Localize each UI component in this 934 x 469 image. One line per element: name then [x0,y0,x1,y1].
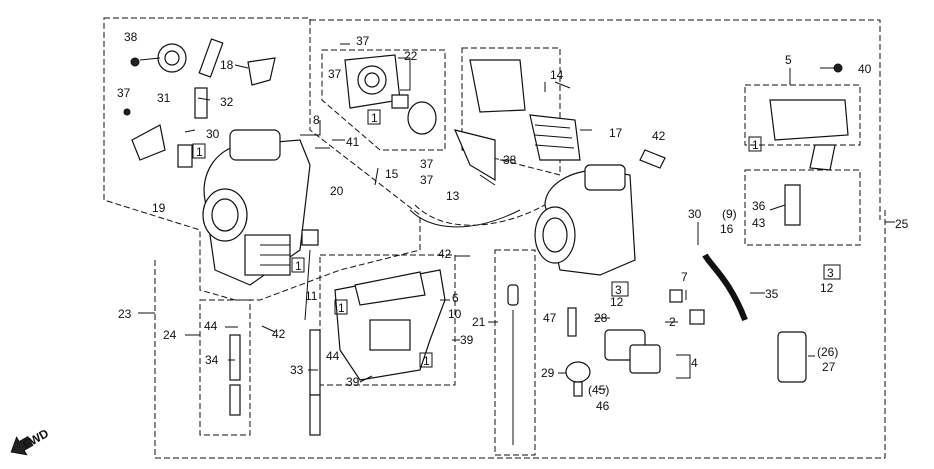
callout-30: 30 [206,127,220,141]
choke-rod [507,284,519,445]
callout-10: 10 [448,307,462,321]
callout-12: 12 [820,281,834,295]
callout-1: 1 [338,301,345,315]
callout-38: 38 [124,30,138,44]
callout-39: 39 [346,375,360,389]
callout-16: 16 [720,222,734,236]
fwd-arrow [10,435,34,456]
float-chamber [334,269,446,381]
callout-6: 6 [452,291,459,305]
throttle-cable [409,209,521,228]
callout-34: 34 [205,353,219,367]
callout-42: 42 [272,327,286,341]
top-left-parts [123,38,276,168]
callout-12: 12 [610,295,624,309]
callout-2: 2 [669,315,676,329]
callout-31: 31 [157,91,171,105]
callout-35: 35 [765,287,779,301]
overflow-tube [702,253,748,322]
callout-42: 42 [652,129,666,143]
callout-9: (9) [722,207,737,221]
right-carburetor-body [534,164,636,276]
callout-19: 19 [152,201,166,215]
callout-32: 32 [220,95,234,109]
callout-40: 40 [858,62,872,76]
callout-1: 1 [295,259,302,273]
fwd-label: FWD [20,426,51,452]
callout-25: 25 [895,217,909,231]
jets [567,289,705,337]
callout-33: 33 [290,363,304,377]
callout-47: 47 [543,311,557,325]
callout-22: 22 [404,49,418,63]
screw-42-right [639,149,666,169]
callout-26: (26) [817,345,838,359]
callout-23: 23 [118,307,132,321]
callout-17: 17 [609,126,623,140]
tubes [229,229,321,436]
callout-13: 13 [446,189,460,203]
callout-1: 1 [752,138,759,152]
callout-46: 46 [596,399,610,413]
group-outlines [103,17,886,459]
callout-21: 21 [472,315,486,329]
callout-39: 39 [460,333,474,347]
callout-8: 8 [313,113,320,127]
callout-1: 1 [371,111,378,125]
callout-7: 7 [681,270,688,284]
callout-14: 14 [550,68,564,82]
callout-41: 41 [346,135,360,149]
cylinder-filter [777,331,807,383]
callout-27: 27 [822,360,836,374]
callout-28: 28 [594,311,608,325]
callout-4: 4 [691,356,698,370]
callout-43: 43 [752,216,766,230]
callout-3: 3 [827,266,834,280]
insulator [344,54,437,135]
callout-36: 36 [752,199,766,213]
callout-1: 1 [423,354,430,368]
callout-5: 5 [785,53,792,67]
left-carburetor-body [202,129,311,286]
callout-42: 42 [438,247,452,261]
callout-37: 37 [420,157,434,171]
callout-29: 29 [541,366,555,380]
callout-37: 37 [420,173,434,187]
callout-24: 24 [163,328,177,342]
diaphragm [565,361,591,397]
callout-44: 44 [326,349,340,363]
callout-37: 37 [117,86,131,100]
throttle-assembly [453,59,581,182]
label-boxes [192,109,841,368]
callout-45: (45) [588,383,609,397]
callout-11: 11 [305,289,318,303]
callout-15: 15 [385,167,399,181]
callout-1: 1 [196,145,203,159]
callout-38: 38 [503,153,517,167]
callout-18: 18 [220,58,234,72]
callout-37: 37 [328,67,342,81]
solenoid-block [604,329,661,374]
callout-3: 3 [615,283,622,297]
callout-20: 20 [330,184,344,198]
callout-37: 37 [356,34,370,48]
callout-30: 30 [688,207,702,221]
callout-44: 44 [204,319,218,333]
parts [10,38,849,456]
accelerator-pump [769,99,849,171]
leader-lines [138,43,895,390]
callout-labels: 38 37 31 18 32 30 1 19 8 41 15 20 37 37 … [20,30,908,452]
